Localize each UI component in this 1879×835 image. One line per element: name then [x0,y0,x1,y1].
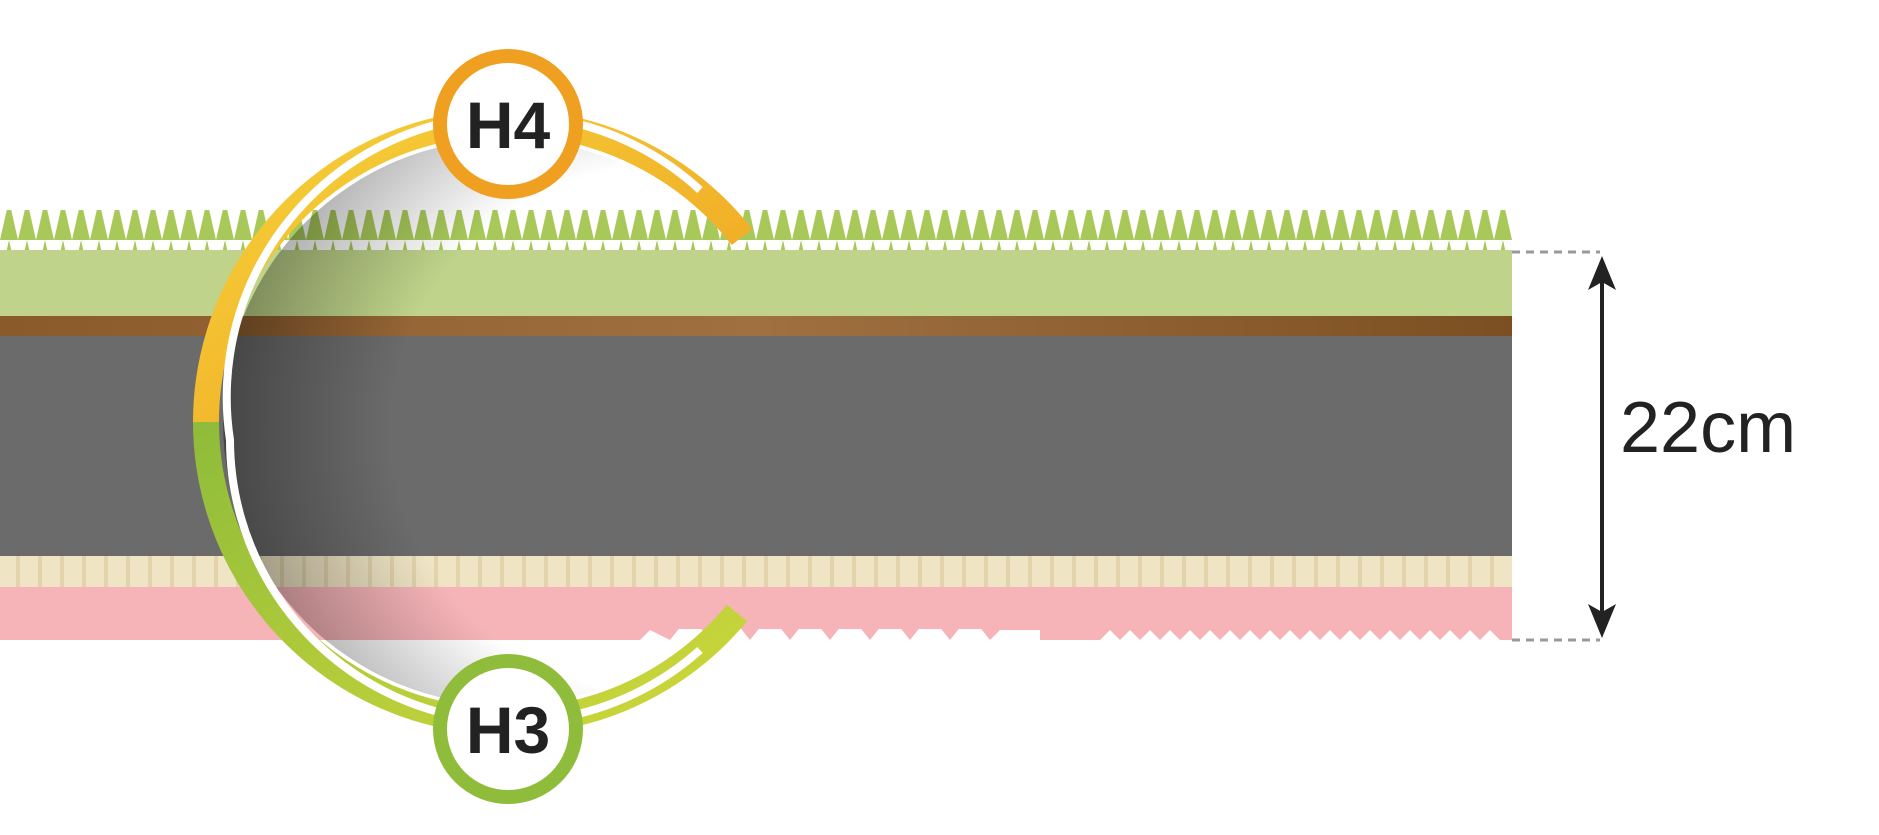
firmness-bottom-label: H3 [466,693,550,767]
top-foam-spikes [0,210,1512,255]
firmness-arc-top [193,109,753,423]
height-label: 22cm [1620,388,1796,468]
firmness-top-label: H4 [466,88,551,162]
arrow-up-icon [1588,256,1616,290]
arrow-down-icon [1588,604,1616,638]
height-dimension: 22cm [1512,250,1796,642]
bottom-comfort-foam-layer [0,587,1512,629]
magnifier-lens [223,139,789,705]
firmness-badge-bottom: H3 [433,654,583,804]
firmness-badge-top: H4 [433,49,583,199]
